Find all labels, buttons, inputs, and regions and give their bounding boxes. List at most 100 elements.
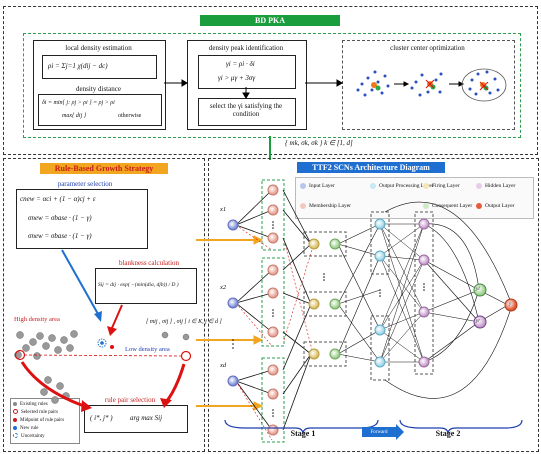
legend-existing-rules-text: Existing rules bbox=[20, 402, 48, 407]
left-legend bbox=[10, 398, 80, 444]
high-density-label: High density area bbox=[14, 316, 60, 323]
legend-new-rule: New rule bbox=[13, 425, 38, 432]
top-title: BD PKA bbox=[200, 15, 340, 26]
legend-output-layer: Output Layer bbox=[476, 202, 514, 210]
stage2-label: Stage 2 bbox=[435, 429, 461, 438]
legend-firing-layer: Firing Layer bbox=[423, 182, 460, 190]
legend-hidden-layer: Hidden Layer bbox=[476, 182, 515, 190]
output-label-yr: yr bbox=[476, 319, 481, 324]
local-density-eq-box bbox=[42, 55, 157, 79]
blankness-label: blankness calculation bbox=[118, 259, 180, 267]
legend-consequent-layer: Consequent Layer bbox=[423, 202, 472, 210]
legend-selected-pairs-text: Selected rule pairs bbox=[21, 410, 58, 415]
selected-rule-pair bbox=[14, 338, 192, 362]
legend-selected-pairs: Selected rule pairs bbox=[13, 409, 58, 416]
legend-membership-layer: Membership Layer bbox=[300, 202, 351, 210]
legend-output-layer-text: Output Layer bbox=[485, 203, 515, 209]
peak-select-box bbox=[198, 98, 296, 126]
network-graphics bbox=[196, 179, 523, 443]
cluster-arrow-1 bbox=[394, 81, 410, 87]
flow-arrows bbox=[164, 79, 343, 99]
membership-nodes bbox=[267, 184, 279, 436]
blankness-eq: Sij = dij · exp( −(min(dia, djb)) / D ) bbox=[98, 282, 179, 288]
legend-consequent-layer-text: Consequent Layer bbox=[432, 203, 473, 209]
existing-rules-dots bbox=[14, 330, 190, 404]
side-parameter-eq: [ mij , σij ] , σij [ i ∈ K, j ∈ d ] bbox=[146, 319, 222, 325]
input-label-xd: xd bbox=[220, 362, 227, 369]
output-label-y: y bbox=[509, 302, 512, 307]
low-density-label: Low density area bbox=[125, 346, 170, 353]
legend-midpoint: Midpoint of rule pairs bbox=[13, 417, 64, 424]
top-panel-graphics bbox=[164, 68, 507, 160]
legend-membership-layer-text: Membership Layer bbox=[309, 203, 351, 209]
right-title: TTF2 SCNs Architecture Diagram bbox=[297, 162, 445, 173]
param-eq3: σnew = σbase · (1 − γ) bbox=[28, 232, 92, 240]
firing-boxes bbox=[303, 231, 347, 367]
legend-midpoint-text: Midpoint of rule pairs bbox=[20, 418, 65, 423]
legend-hidden-layer-text: Hidden Layer bbox=[485, 183, 516, 189]
legend-input-layer-text: Input Layer bbox=[309, 183, 335, 189]
legend-firing-layer-text: Firing Layer bbox=[432, 183, 460, 189]
legend-input-layer: Input Layer bbox=[300, 182, 335, 190]
legend-uncertainty-text: Uncertainty bbox=[21, 434, 45, 439]
param-eq-box bbox=[16, 189, 148, 249]
membership-groups bbox=[261, 179, 285, 443]
input-label-x1: x1 bbox=[220, 206, 227, 213]
blue-arrow bbox=[61, 249, 102, 322]
op-hidden-connections bbox=[379, 223, 425, 363]
legend-new-rule-text: New rule bbox=[20, 426, 39, 431]
op-groups bbox=[370, 211, 390, 381]
peak-eq-box bbox=[198, 55, 296, 89]
legend-output-processing-text: Output Processing Layer bbox=[379, 183, 434, 189]
peak-eq2: γi > μγ + 3σγ bbox=[218, 74, 256, 82]
peak-select-label: select the γi satisfying the condition bbox=[209, 102, 283, 118]
output-nodes bbox=[473, 283, 518, 329]
param-eq1: cnew = αci + (1 − α)cj + ε bbox=[20, 195, 96, 203]
cluster-label: cluster center optimization bbox=[390, 44, 465, 52]
density-distance-eq-box bbox=[38, 94, 162, 126]
param-selection-label: parameter selection bbox=[57, 180, 113, 188]
stage-arrow-label: Forward bbox=[370, 430, 388, 435]
hidden-group bbox=[414, 211, 434, 375]
top-inner-frame bbox=[23, 33, 521, 138]
right-legend bbox=[295, 177, 534, 219]
legend-existing-rules: Existing rules bbox=[13, 401, 48, 408]
density-distance-eq2: max{ dij } bbox=[62, 113, 87, 119]
legend-uncertainty: Uncertainty bbox=[13, 433, 45, 440]
firing-consequent-nodes bbox=[308, 238, 341, 360]
rule-pair-label: rule pair selection bbox=[104, 396, 156, 404]
cluster-scatter-3 bbox=[461, 68, 507, 102]
cluster-scatter-2 bbox=[410, 72, 443, 97]
stage-arrow bbox=[362, 424, 404, 440]
output-processing-nodes bbox=[374, 218, 386, 368]
firing-op-connections bbox=[337, 223, 381, 363]
input-nodes bbox=[227, 219, 239, 387]
green-connector bbox=[269, 136, 271, 160]
input-label-x2: x2 bbox=[220, 284, 227, 291]
cluster-scatter-1 bbox=[356, 70, 390, 97]
right-panel bbox=[208, 158, 539, 452]
density-distance-label: density distance bbox=[76, 85, 121, 93]
otherwise-label: otherwise bbox=[118, 113, 142, 119]
membership-firing-connections bbox=[282, 189, 312, 431]
rule-pair-eq-box bbox=[84, 405, 188, 433]
param-eq2: σnew = σbase · (1 − γ) bbox=[28, 214, 92, 222]
uncertainty-connections bbox=[235, 224, 313, 441]
rule-pair-eq2: arg max Sij bbox=[130, 414, 163, 422]
left-panel-graphics bbox=[14, 249, 192, 412]
rule-pair-eq1: ( i*, j* ) bbox=[90, 414, 113, 422]
cluster-arrow-2 bbox=[449, 81, 465, 87]
output-label-yl: yl bbox=[476, 287, 480, 292]
local-density-eq: ρi = Σj=1 χ(dij − dc) bbox=[48, 62, 108, 70]
peak-eq1: γi = ρi · δi bbox=[226, 60, 255, 68]
peak-label: density peak identification bbox=[208, 44, 284, 52]
legend-output-processing: Output Processing Layer bbox=[370, 182, 434, 190]
blankness-eq-box bbox=[95, 268, 197, 304]
local-density-label: local density estimation bbox=[65, 44, 132, 52]
input-connections bbox=[235, 189, 273, 431]
red-arrow-blankness bbox=[107, 304, 123, 336]
red-arrows-pair bbox=[20, 361, 186, 412]
left-panel bbox=[3, 158, 205, 452]
hidden-nodes bbox=[418, 218, 430, 368]
density-distance-eq1: δi = min{ j: ρj > ρi } = ρj > ρi bbox=[42, 100, 115, 106]
